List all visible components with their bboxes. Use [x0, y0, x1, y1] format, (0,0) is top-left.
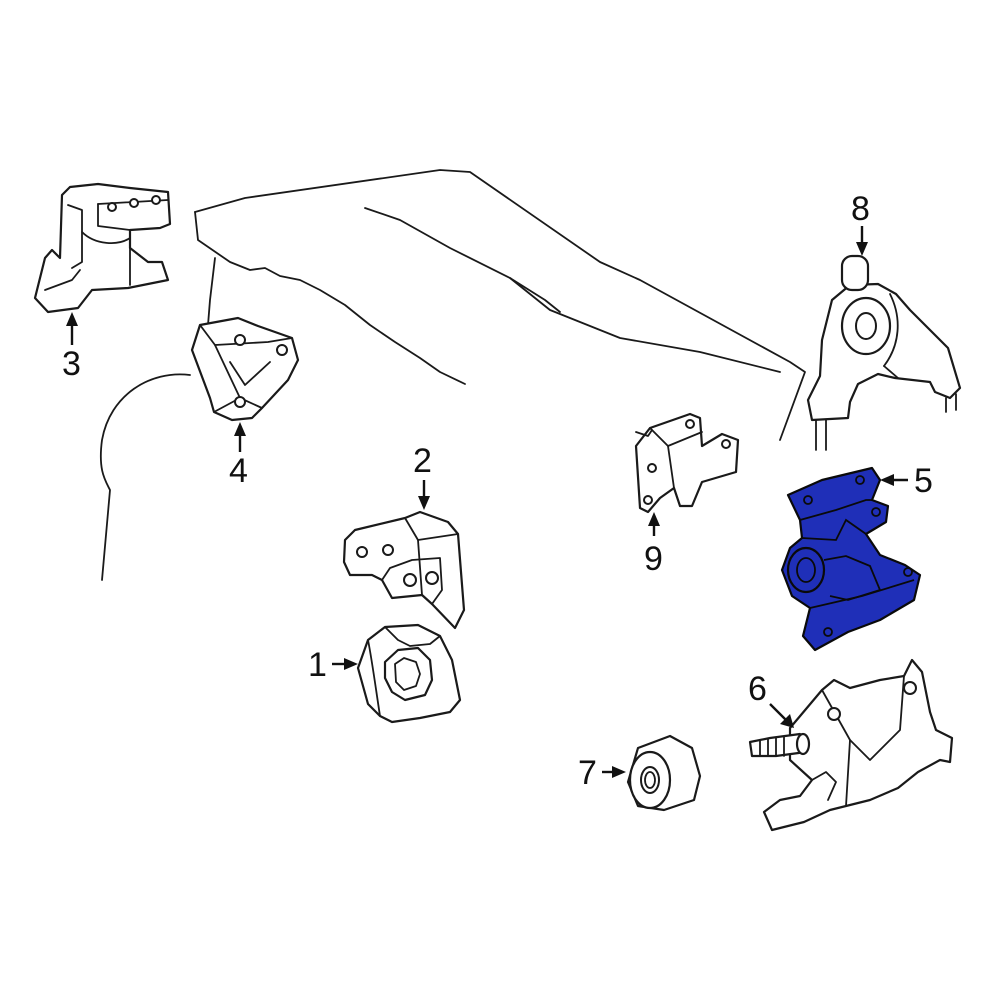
part-8-engine-mount[interactable]	[806, 254, 962, 451]
part-3-transmission-mount[interactable]	[33, 182, 172, 314]
part-6-mount-bracket[interactable]	[748, 658, 954, 832]
callout-leaders	[66, 226, 908, 778]
callout-1[interactable]: 1	[308, 646, 327, 684]
callout-5[interactable]: 5	[914, 462, 933, 500]
part-1-engine-mount[interactable]	[356, 623, 462, 724]
part-9-mount-bracket[interactable]	[634, 412, 740, 514]
callout-labels: 3 4 2 1 9 8 5 6 7	[62, 190, 933, 792]
callout-3[interactable]: 3	[62, 345, 81, 383]
callout-4[interactable]: 4	[229, 452, 248, 490]
part-5-engine-mount-highlighted[interactable]	[780, 466, 922, 652]
callout-8[interactable]: 8	[851, 190, 870, 228]
part-4-mount-bracket[interactable]	[190, 316, 300, 422]
callout-7[interactable]: 7	[578, 754, 597, 792]
callout-9[interactable]: 9	[644, 540, 663, 578]
engine-outline	[99, 169, 806, 581]
callout-6[interactable]: 6	[748, 670, 767, 708]
part-2-mount-bracket[interactable]	[342, 510, 466, 630]
callout-2[interactable]: 2	[413, 442, 432, 480]
part-7-bushing[interactable]	[626, 734, 702, 812]
